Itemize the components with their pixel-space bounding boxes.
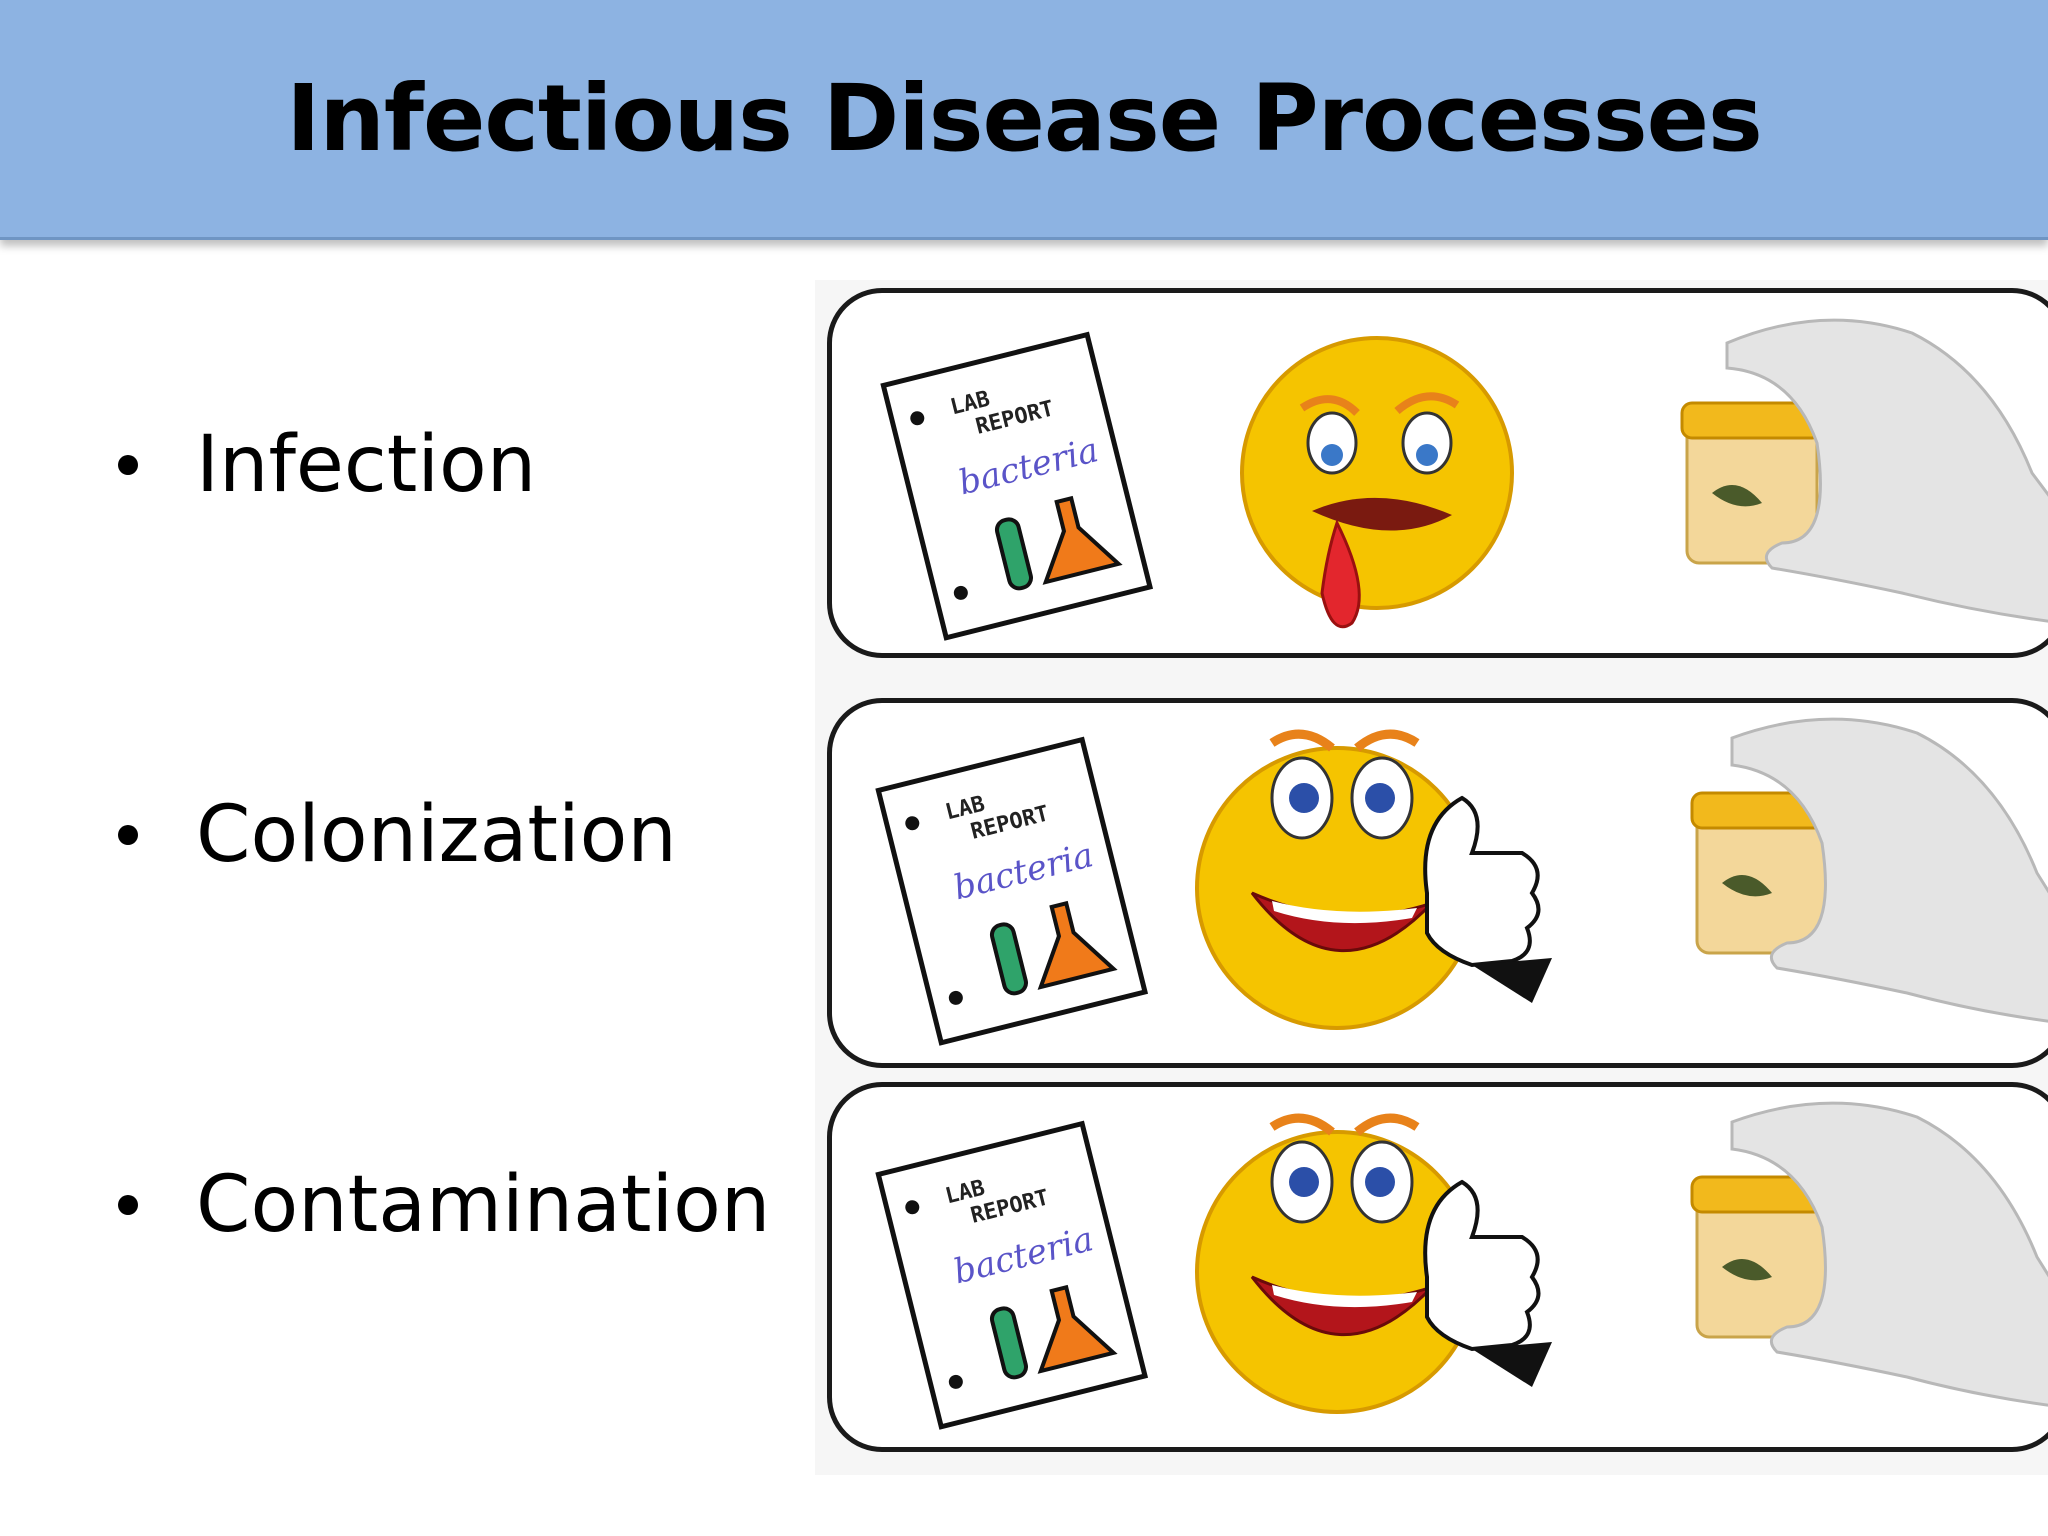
lab-report-icon: LAB REPORT bacteria — [875, 736, 1149, 1046]
specimen-cup-icon — [1690, 1175, 1834, 1339]
infection-panel: LAB REPORT bacteria — [827, 288, 2048, 658]
colonization-panel: LAB REPORT bacteria — [827, 698, 2048, 1068]
lab-report-icon: LAB REPORT bacteria — [875, 1120, 1149, 1430]
bullet-text: Colonization — [196, 790, 677, 880]
gloved-hand-icon — [1730, 717, 2048, 1023]
bullet-dot-icon — [118, 825, 138, 845]
slide-title: Infectious Disease Processes — [286, 65, 1763, 172]
specimen-cup-icon — [1680, 401, 1824, 565]
bullet-text: Contamination — [196, 1160, 771, 1250]
gloved-hand-icon — [1730, 1101, 2048, 1407]
bullet-item-colonization: Colonization — [118, 780, 677, 890]
specimen-cup-icon — [1690, 791, 1834, 955]
gloved-hand-icon — [1725, 318, 2048, 623]
bullet-dot-icon — [118, 1195, 138, 1215]
bullet-item-infection: Infection — [118, 410, 536, 520]
bullet-dot-icon — [118, 455, 138, 475]
sick-face-icon — [1240, 336, 1514, 629]
happy-thumbs-up-face-icon — [1195, 729, 1552, 1030]
bullet-text: Infection — [196, 420, 537, 510]
happy-thumbs-up-face-icon — [1195, 1113, 1552, 1414]
bullet-item-contamination: Contamination — [118, 1150, 770, 1260]
illustration-panels: LAB REPORT bacteria — [815, 280, 2048, 1475]
contamination-panel: LAB REPORT bacteria — [827, 1082, 2048, 1452]
title-bar: Infectious Disease Processes — [0, 0, 2048, 240]
lab-report-icon: LAB REPORT bacteria — [880, 331, 1154, 641]
